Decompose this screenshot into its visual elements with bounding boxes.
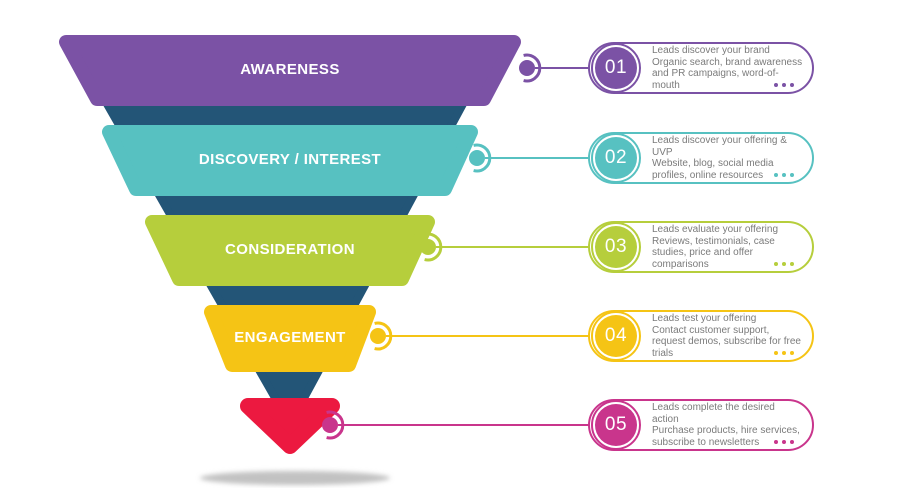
stage-description: Leads test your offering Contact custome… [652, 313, 804, 359]
pill-detail: Contact customer support, request demos,… [652, 324, 801, 359]
stage-number-badge: 02 [591, 133, 641, 183]
stage-pill-5: 05 Leads complete the desired action Pur… [588, 399, 814, 451]
connector-arc [424, 232, 443, 262]
pill-detail: Organic search, brand awareness and PR c… [652, 56, 803, 91]
funnel-stage-engagement [204, 305, 376, 372]
stage-pill-4: 04 Leads test your offering Contact cust… [588, 310, 814, 362]
pill-detail: Purchase products, hire services, subscr… [652, 425, 800, 448]
stage-label-discovery-interest: DISCOVERY / INTEREST [198, 151, 382, 168]
pill-detail: Website, blog, social media profiles, on… [652, 158, 774, 181]
connector-arc [473, 143, 492, 173]
stage-description: Leads evaluate your offering Reviews, te… [652, 224, 804, 270]
stage-description: Leads complete the desired action Purcha… [652, 402, 804, 448]
connector-dot [322, 417, 338, 433]
connector-arc [326, 410, 345, 440]
stage-label-engagement: ENGAGEMENT [234, 329, 346, 346]
funnel-stage-consideration [145, 215, 435, 286]
connector-stage-4 [370, 321, 589, 351]
stage-number: 03 [595, 226, 637, 268]
stage-number-badge: 01 [591, 43, 641, 93]
connector-stage-5 [322, 410, 589, 440]
stage-description: Leads discover your offering & UVP Websi… [652, 135, 804, 181]
funnel-stage-discovery-interest [102, 125, 478, 196]
ellipsis-dots [774, 173, 794, 177]
pill-headline: Leads complete the desired action [652, 402, 775, 425]
connector-dot [469, 150, 485, 166]
stage-pill-2: 02 Leads discover your offering & UVP We… [588, 132, 814, 184]
connector-stage-3 [420, 232, 589, 262]
stage-pill-3: 03 Leads evaluate your offering Reviews,… [588, 221, 814, 273]
ellipsis-dots [774, 440, 794, 444]
pill-headline: Leads discover your offering & UVP [652, 135, 787, 158]
funnel-shadow [200, 471, 390, 485]
pill-headline: Leads discover your brand [652, 45, 770, 56]
stage-pill-1: 01 Leads discover your brand Organic sea… [588, 42, 814, 94]
funnel-stage-awareness [59, 35, 521, 106]
stage-label-awareness: AWARENESS [240, 61, 340, 78]
connector-arc [523, 53, 542, 83]
connector-dot [370, 328, 386, 344]
pill-headline: Leads test your offering [652, 313, 757, 324]
stage-description: Leads discover your brand Organic search… [652, 45, 804, 91]
funnel-stage-conversion-arrow [240, 398, 340, 454]
connector-arc [374, 321, 393, 351]
stage-number: 02 [595, 137, 637, 179]
connector-dot [519, 60, 535, 76]
ellipsis-dots [774, 83, 794, 87]
ellipsis-dots [774, 351, 794, 355]
pill-detail: Reviews, testimonials, case studies, pri… [652, 235, 775, 270]
connector-stage-2 [469, 143, 589, 173]
stage-number-badge: 04 [591, 311, 641, 361]
pill-headline: Leads evaluate your offering [652, 224, 779, 235]
stage-number: 05 [595, 404, 637, 446]
stage-number: 01 [595, 47, 637, 89]
stage-number-badge: 05 [591, 400, 641, 450]
stage-number: 04 [595, 315, 637, 357]
stage-number-badge: 03 [591, 222, 641, 272]
connector-stage-1 [519, 53, 589, 83]
stage-label-consideration: CONSIDERATION [225, 241, 355, 258]
ellipsis-dots [774, 262, 794, 266]
connector-dot [420, 239, 436, 255]
